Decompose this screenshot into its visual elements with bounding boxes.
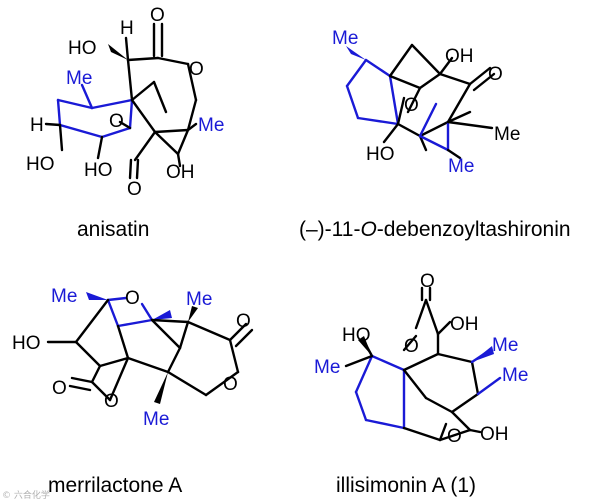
tashironin-o-ketone: O <box>488 64 503 85</box>
merrilactone-labels: Me O Me O HO O O O Me <box>12 286 251 430</box>
merrilactone-o-ring-left: O <box>104 391 119 412</box>
anisatin-o-carbonyl: O <box>150 5 165 26</box>
anisatin-ho-top: HO <box>68 38 97 59</box>
tashironin-structure <box>345 43 496 160</box>
anisatin-ho-bottom-left: HO <box>26 154 55 175</box>
anisatin-me-left: Me <box>66 68 92 89</box>
illisimonin-me-right-2: Me <box>502 365 528 386</box>
anisatin-h-left: H <box>30 115 44 136</box>
merrilactone-o-carbonyl-left: O <box>52 378 67 399</box>
tashironin-ho-bottom: HO <box>366 144 395 165</box>
illisimonin-oh-bottom: OH <box>480 424 509 445</box>
anisatin-o-ring: O <box>189 59 204 80</box>
anisatin-name: anisatin <box>77 218 149 241</box>
illisimonin-labels: O HO O OH Me Me Me O OH <box>314 271 528 447</box>
tashironin-name: (–)-11-O-debenzoyltashironin <box>299 218 571 241</box>
tashironin-me-top: Me <box>332 28 358 49</box>
merrilactone-o-carbonyl-right: O <box>236 311 251 332</box>
merrilactone-me-top-left: Me <box>51 286 77 307</box>
illisimonin-me-left: Me <box>314 357 340 378</box>
tashironin-oh-top: OH <box>445 46 474 67</box>
illisimonin-o-ring: O <box>404 336 419 357</box>
merrilactone-me-bottom: Me <box>143 409 169 430</box>
tashironin-o-bridge: O <box>404 95 419 116</box>
anisatin-h-top: H <box>120 18 134 39</box>
merrilactone-me-top-right: Me <box>186 289 212 310</box>
anisatin-structure <box>44 22 198 180</box>
merrilactone-name: merrilactone A <box>48 474 182 497</box>
anisatin-ho-bottom-mid: HO <box>84 160 113 181</box>
anisatin-oh-bottom-right: OH <box>166 162 195 183</box>
illisimonin-structure <box>344 286 502 442</box>
illisimonin-name: illisimonin A (1) <box>336 474 476 497</box>
illisimonin-me-right-1: Me <box>492 335 518 356</box>
illisimonin-o-top: O <box>420 271 435 292</box>
tashironin-labels: Me OH O O HO Me Me <box>332 28 520 177</box>
merrilactone-o-ring-right: O <box>223 374 238 395</box>
tashironin-me-right: Me <box>494 124 520 145</box>
anisatin-o-bridge: O <box>109 111 124 132</box>
watermark: © 六合化学 <box>2 489 50 501</box>
tashironin-me-bottom: Me <box>448 156 474 177</box>
illisimonin-oh-top: OH <box>450 314 479 335</box>
anisatin-o-bottom: O <box>127 179 142 200</box>
illisimonin-o-bottom: O <box>447 426 462 447</box>
illisimonin-ho-top: HO <box>342 325 371 346</box>
merrilactone-ho-left: HO <box>12 333 41 354</box>
merrilactone-structure <box>46 292 254 404</box>
anisatin-labels: HO H O O Me Me H O HO HO OH O <box>26 5 224 200</box>
anisatin-me-right: Me <box>198 115 224 136</box>
merrilactone-o-oxetane: O <box>125 288 140 309</box>
